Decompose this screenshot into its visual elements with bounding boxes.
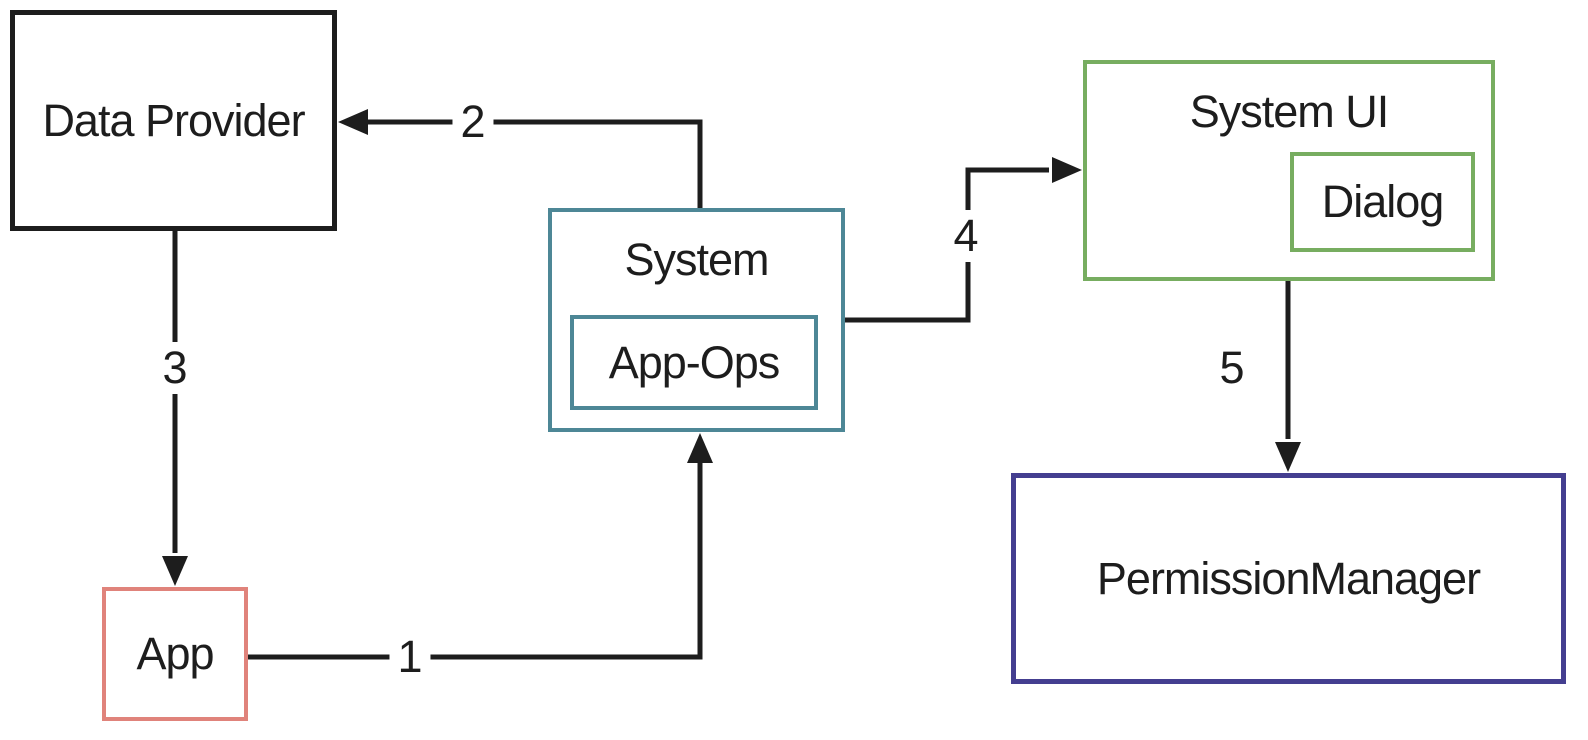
app-ops-node: App-Ops (570, 315, 818, 410)
app-node: App (102, 587, 248, 721)
arrow-2 (338, 109, 703, 208)
edge-label-3: 3 (154, 342, 196, 394)
arrow-1 (248, 433, 713, 660)
system-label: System (624, 234, 769, 285)
edge-label-1: 1 (389, 631, 431, 683)
dialog-label: Dialog (1321, 176, 1445, 227)
system-node: System App-Ops (548, 208, 845, 432)
app-label: App (136, 628, 214, 679)
arrow-3 (162, 231, 188, 586)
system-ui-label: System UI (1189, 86, 1390, 137)
edge-label-5: 5 (1211, 342, 1253, 394)
app-ops-label: App-Ops (608, 336, 781, 388)
data-provider-label: Data Provider (42, 94, 305, 146)
dialog-node: Dialog (1290, 152, 1475, 252)
data-provider-node: Data Provider (10, 10, 337, 231)
edge-label-4: 4 (945, 210, 987, 262)
permission-manager-label: PermissionManager (1096, 552, 1481, 604)
permission-manager-node: PermissionManager (1011, 473, 1566, 684)
arrow-5 (1275, 281, 1301, 472)
edge-label-2: 2 (452, 96, 494, 148)
system-ui-node: System UI Dialog (1083, 60, 1495, 281)
